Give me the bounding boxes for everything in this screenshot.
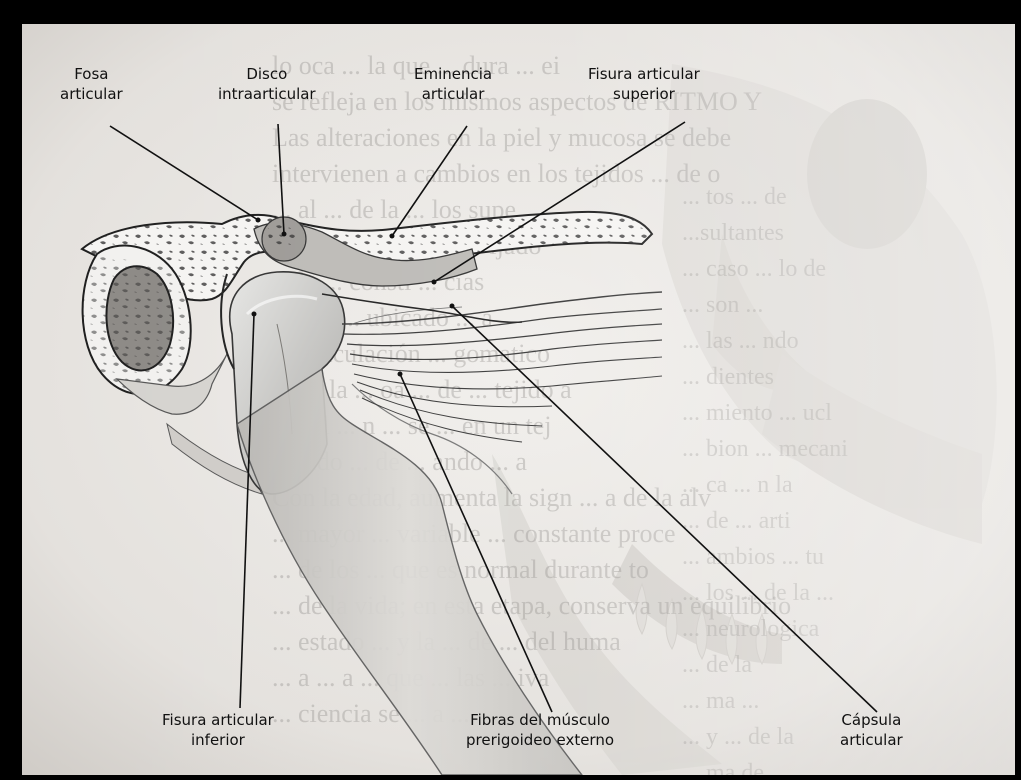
label-capsula-line2: articular [840, 730, 903, 750]
leader-dot-disco [282, 232, 287, 237]
tmj-illustration: lo oca ... la que ... dura ... eise refl… [22, 24, 1015, 775]
fade-overlay [22, 24, 1015, 775]
label-fosa-line2: articular [60, 84, 123, 104]
label-fibras-line2: prerigoideo externo [466, 730, 614, 750]
label-fosa-articular: Fosa articular [60, 64, 123, 104]
leader-dot-fibras [398, 372, 403, 377]
label-fosa-line1: Fosa [60, 64, 123, 84]
label-fisura-inferior: Fisura articular inferior [162, 710, 274, 750]
label-fisura-inf-line1: Fisura articular [162, 710, 274, 730]
leader-dot-fisura-inf [252, 312, 257, 317]
label-capsula-line1: Cápsula [840, 710, 903, 730]
label-fisura-inf-line2: inferior [162, 730, 274, 750]
label-disco-line1: Disco [218, 64, 316, 84]
label-eminencia-articular: Eminencia articular [414, 64, 492, 104]
label-disco-intraarticular: Disco intraarticular [218, 64, 316, 104]
leader-dot-eminencia [390, 234, 395, 239]
diagram-area: lo oca ... la que ... dura ... eise refl… [22, 24, 1015, 775]
label-fisura-sup-line1: Fisura articular [588, 64, 700, 84]
label-fisura-sup-line2: superior [588, 84, 700, 104]
leader-dot-capsula [450, 304, 455, 309]
label-eminencia-line2: articular [414, 84, 492, 104]
label-disco-line2: intraarticular [218, 84, 316, 104]
label-fibras-line1: Fibras del músculo [466, 710, 614, 730]
label-capsula-articular: Cápsula articular [840, 710, 903, 750]
leader-dot-fisura-sup [432, 280, 437, 285]
label-eminencia-line1: Eminencia [414, 64, 492, 84]
label-fibras-musculo: Fibras del músculo prerigoideo externo [466, 710, 614, 750]
leader-dot-fosa [256, 218, 261, 223]
label-fisura-superior: Fisura articular superior [588, 64, 700, 104]
